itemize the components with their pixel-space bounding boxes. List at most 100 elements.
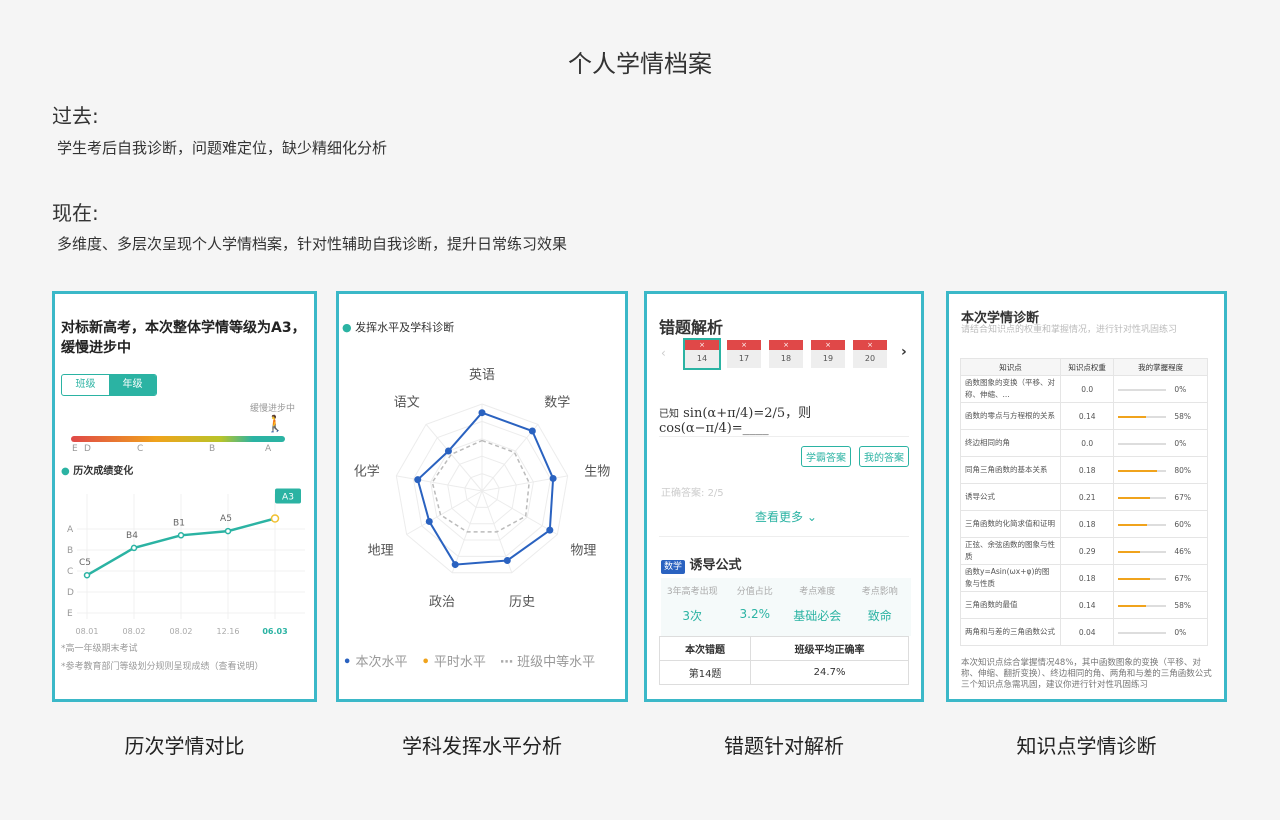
question-tab[interactable]: ×17 xyxy=(727,340,761,368)
scale-label: C xyxy=(137,444,144,454)
axis-label: 数学 xyxy=(544,394,570,410)
question-number: 14 xyxy=(696,354,708,363)
mastery-bar xyxy=(1118,442,1167,445)
scale-label: B xyxy=(209,444,216,454)
data-point xyxy=(83,571,91,579)
data-point xyxy=(503,556,511,564)
section-title: ● 发挥水平及学科诊断 xyxy=(342,321,455,334)
scope-toggle[interactable]: 班级 年级 xyxy=(61,374,157,396)
table-cell: 第14题 xyxy=(658,660,752,685)
data-label: A5 xyxy=(220,514,232,524)
show-more-link[interactable]: 查看更多 ⌄ xyxy=(755,508,817,525)
next-arrow-icon[interactable]: › xyxy=(901,344,907,360)
stat-label: 3年高考出现 xyxy=(666,587,718,597)
mastery-fill xyxy=(1118,550,1141,553)
question-tab[interactable]: ×14 xyxy=(683,338,721,370)
top-answer-button[interactable]: 学霸答案 xyxy=(801,446,851,467)
grade-scale-bar xyxy=(71,436,285,442)
wrong-mark-icon: × xyxy=(811,340,845,350)
radar-grid xyxy=(447,455,517,525)
footnote[interactable]: *参考教育部门等级划分规则呈现成绩（查看说明） xyxy=(61,662,264,672)
data-point xyxy=(130,544,138,552)
tab-class[interactable]: 班级 xyxy=(75,379,96,390)
data-point xyxy=(425,517,433,525)
mastery-percent: 80% xyxy=(1174,465,1191,475)
footnote: *高一年级期末考试 xyxy=(61,644,138,654)
caption: 学科发挥水平分析 xyxy=(402,734,562,758)
question-tab[interactable]: ×19 xyxy=(811,340,845,368)
data-point xyxy=(444,447,452,455)
x-tick-label: 06.03 xyxy=(262,627,287,636)
mastery-cell: 0% xyxy=(1113,429,1208,457)
caption: 知识点学情诊断 xyxy=(1016,734,1157,758)
prev-arrow-icon[interactable]: ‹ xyxy=(661,346,666,360)
axis-label: 英语 xyxy=(469,368,495,383)
panel-heading: 错题解析 xyxy=(659,318,724,337)
stat-item: 考点影响致命 xyxy=(849,578,912,624)
data-point xyxy=(451,561,459,569)
knowledge-weight: 0.14 xyxy=(1059,591,1115,619)
mastery-percent: 58% xyxy=(1174,411,1191,421)
knowledge-weight: 0.14 xyxy=(1059,402,1115,430)
divider xyxy=(659,436,909,437)
y-tick-label: A xyxy=(67,525,74,535)
axis-label: 政治 xyxy=(429,595,455,610)
legend: • 本次水平 • 平时水平 ⋯ 班级中等水平 xyxy=(343,651,595,670)
question-tab[interactable]: ×20 xyxy=(853,340,887,368)
mastery-cell: 46% xyxy=(1113,537,1208,565)
my-answer-button[interactable]: 我的答案 xyxy=(859,446,909,467)
past-text: 学生考后自我诊断，问题难定位，缺少精细化分析 xyxy=(57,139,388,157)
mastery-percent: 0% xyxy=(1174,627,1187,637)
mastery-percent: 67% xyxy=(1174,573,1191,583)
mastery-cell: 58% xyxy=(1113,591,1208,619)
knowledge-name: 函数图象的变换（平移、对称、伸缩、... xyxy=(960,375,1061,403)
radar-axis xyxy=(425,424,483,492)
panel-heading: 本次学情诊断 xyxy=(961,311,1040,326)
mastery-percent: 58% xyxy=(1174,600,1191,610)
y-tick-label: E xyxy=(67,609,73,619)
tab-grade[interactable]: 年级 xyxy=(109,375,156,395)
table-header: 我的掌握程度 xyxy=(1113,358,1208,376)
radar-grid xyxy=(430,438,534,541)
wrong-question-panel: 错题解析 ‹ ×14×17×18×19×20 › 已知 sin(α+π/4)=2… xyxy=(644,291,924,702)
mastery-bar xyxy=(1118,469,1167,472)
mastery-fill xyxy=(1118,469,1157,472)
wrong-mark-icon: × xyxy=(853,340,887,350)
knowledge-name: 同角三角函数的基本关系 xyxy=(960,456,1061,484)
y-tick-label: B xyxy=(67,546,73,556)
mastery-fill xyxy=(1118,577,1151,580)
legend-label: 本次水平 xyxy=(355,655,408,670)
walking-person-icon: 🚶 xyxy=(265,414,285,433)
knowledge-name: 终边相同的角 xyxy=(960,429,1061,457)
page-title: 个人学情档案 xyxy=(568,50,712,78)
axis-label: 化学 xyxy=(354,464,380,480)
knowledge-name: 函数y=Asin(ωx+φ)的图象与性质 xyxy=(960,564,1061,592)
knowledge-weight: 0.29 xyxy=(1059,537,1115,565)
mastery-fill xyxy=(1118,415,1147,418)
mastery-bar xyxy=(1118,496,1167,499)
x-tick-label: 08.01 xyxy=(76,627,99,636)
mastery-fill xyxy=(1118,604,1147,607)
mastery-percent: 46% xyxy=(1174,546,1191,556)
data-point xyxy=(177,532,185,539)
mastery-percent: 0% xyxy=(1174,438,1187,448)
data-point xyxy=(224,527,232,535)
radar-axis xyxy=(406,490,483,535)
question-tab[interactable]: ×18 xyxy=(769,340,803,368)
now-text: 多维度、多层次呈现个人学情档案，针对性辅助自我诊断，提升日常练习效果 xyxy=(57,235,568,253)
knowledge-name: 三角函数的最值 xyxy=(960,591,1061,619)
question-prefix: 已知 xyxy=(659,409,679,420)
stat-value: 基础必会 xyxy=(793,609,842,623)
axis-label: 地理 xyxy=(368,544,394,559)
data-label: B1 xyxy=(173,518,185,528)
divider xyxy=(659,536,909,537)
correct-answer: 正确答案: 2/5 xyxy=(661,484,724,499)
